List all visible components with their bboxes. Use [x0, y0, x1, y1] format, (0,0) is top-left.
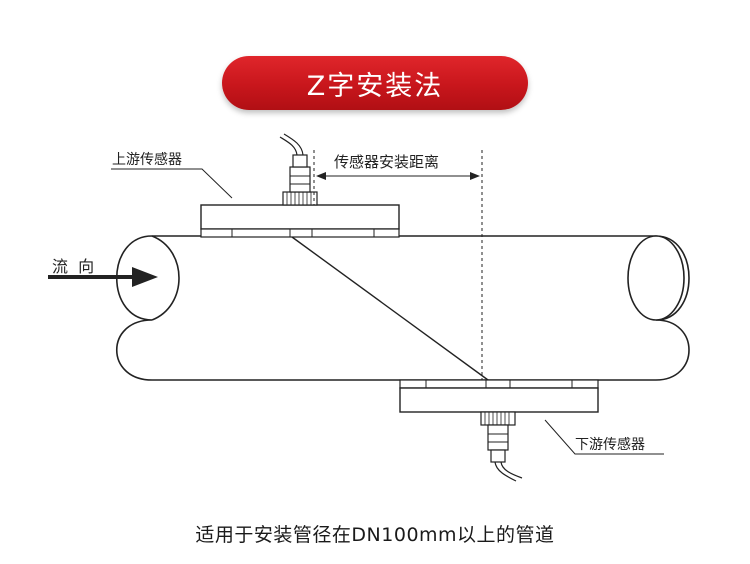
signal-path-line — [291, 236, 489, 381]
sensor-distance-label: 传感器安装距离 — [334, 153, 440, 171]
upstream-cable — [279, 136, 298, 156]
upstream-sensor-base — [200, 228, 400, 238]
upstream-sensor-block — [200, 204, 400, 230]
downstream-connector-nut — [480, 411, 516, 426]
downstream-connector-body — [487, 424, 509, 451]
flow-direction-label: 流 向 — [52, 257, 95, 276]
downstream-cable — [500, 461, 523, 479]
downstream-connector-head — [490, 449, 506, 463]
upstream-connector-head — [292, 154, 308, 168]
downstream-cable — [494, 461, 517, 482]
caption-text: 适用于安装管径在DN100mm以上的管道 — [195, 524, 555, 546]
downstream-sensor-base — [399, 379, 599, 389]
upstream-cable — [283, 133, 304, 156]
distance-arrow-left — [316, 172, 326, 180]
downstream-sensor-block — [399, 387, 599, 413]
pipe-right-opening — [627, 235, 685, 321]
title-banner: Z字安装法 — [222, 56, 528, 110]
downstream-label-leader — [544, 419, 664, 455]
pipe-body — [115, 235, 690, 381]
flow-arrow-head — [132, 267, 158, 287]
upstream-sensor-label: 上游传感器 — [112, 152, 182, 168]
downstream-sensor-label: 下游传感器 — [575, 437, 645, 453]
upstream-connector-body — [289, 166, 311, 193]
upstream-label-leader — [111, 168, 233, 199]
pipe-left-opening — [151, 235, 180, 321]
distance-arrow-right — [470, 172, 480, 180]
upstream-connector-nut — [282, 191, 318, 206]
title-text: Z字安装法 — [306, 70, 444, 102]
